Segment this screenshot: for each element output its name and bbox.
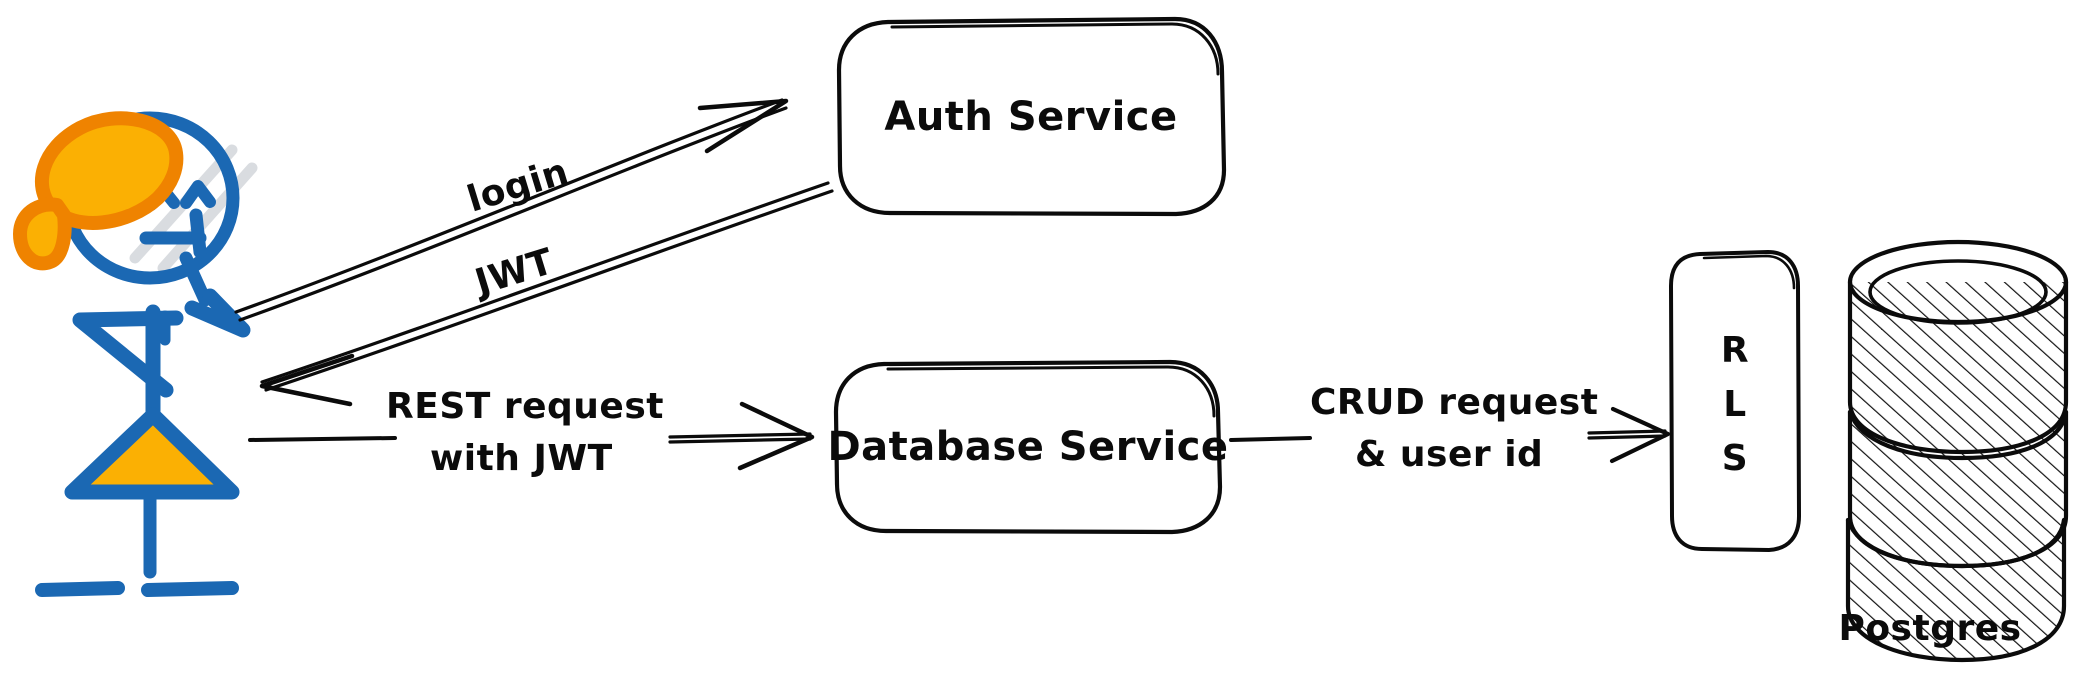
user-stick-figure — [13, 111, 258, 597]
postgres-caption: Postgres — [1838, 608, 2021, 649]
node-rls-letter-s: S — [1722, 438, 1748, 479]
edge-rest-label-line2: with JWT — [430, 438, 613, 479]
db-top-inner-ellipse — [1868, 259, 2048, 325]
node-rls-letter-r: R — [1721, 330, 1749, 371]
node-rls[interactable]: R L S — [1669, 250, 1801, 552]
skirt-icon — [64, 407, 240, 500]
feet-icon — [35, 581, 239, 597]
smile-icon — [139, 208, 207, 259]
arms-icon — [72, 288, 251, 398]
node-auth-service[interactable]: Auth Service — [836, 16, 1227, 217]
node-postgres[interactable]: Postgres — [1838, 239, 2080, 678]
neck-icon — [179, 251, 212, 307]
edge-rest-label-line1: REST request — [386, 386, 664, 427]
edge-login-label: login — [463, 151, 574, 220]
node-database-service[interactable]: Database Service — [827, 359, 1228, 535]
node-database-service-label: Database Service — [827, 424, 1228, 470]
edge-crud — [1229, 406, 1671, 464]
edge-rest — [248, 401, 815, 471]
hair-bow-icon — [13, 111, 184, 271]
db-outline — [1845, 279, 2069, 663]
node-auth-service-label: Auth Service — [884, 94, 1177, 140]
edge-jwt — [259, 181, 834, 407]
edge-login — [234, 98, 789, 322]
edge-crud-label-line2: & user id — [1355, 434, 1543, 475]
node-rls-letter-l: L — [1723, 384, 1746, 425]
edge-crud-label-line1: CRUD request — [1310, 382, 1598, 423]
